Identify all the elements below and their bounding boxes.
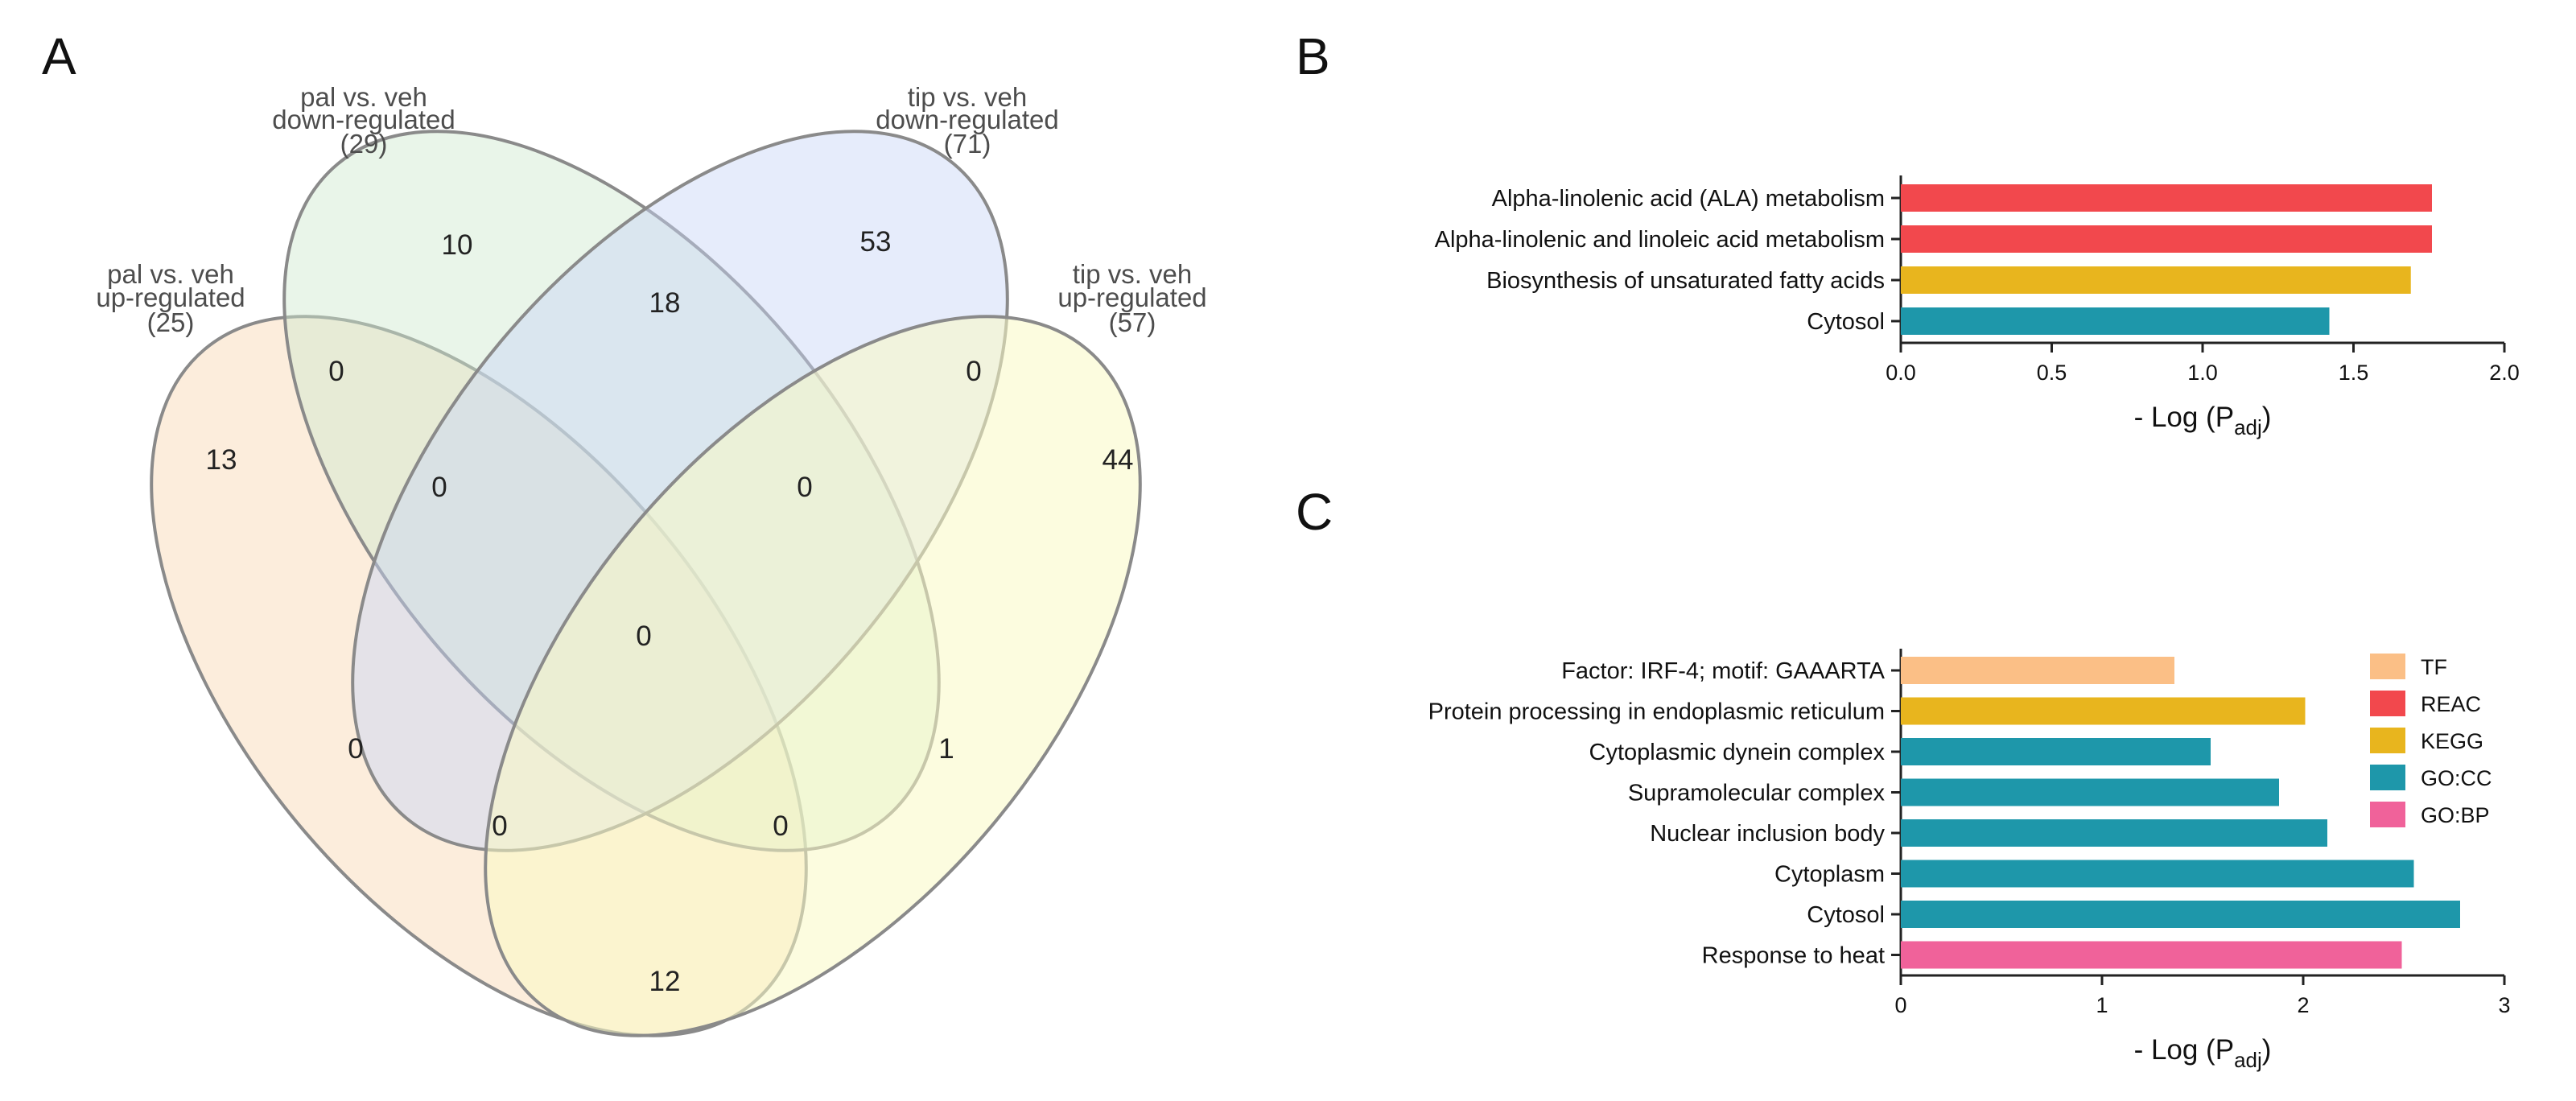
category-label: Cytosol [1807, 309, 1885, 335]
x-tick-label: 0.5 [2037, 361, 2067, 385]
venn-region-tip-down-only: 53 [860, 226, 892, 258]
category-label: Biosynthesis of unsaturated fatty acids [1486, 268, 1885, 294]
x-tick-label: 3 [2498, 993, 2510, 1017]
bar [1901, 778, 2279, 806]
legend-label: TF [2421, 655, 2447, 679]
venn-region-pal-up-tip-down-tip-up: 0 [492, 810, 507, 842]
venn-label-tip-down: tip vs. veh down-regulated (71) [876, 82, 1059, 159]
venn-label-line1: pal vs. veh [300, 82, 427, 112]
venn-label-line1: tip vs. veh [908, 82, 1028, 112]
bar [1901, 657, 2174, 684]
panel-letter-c: C [1296, 483, 1333, 541]
x-tick-label: 1.0 [2187, 361, 2218, 385]
legend-label: GO:BP [2421, 803, 2490, 827]
legend-label: REAC [2421, 692, 2481, 716]
x-tick-label: 0 [1894, 993, 1906, 1017]
category-label: Cytoplasmic dynein complex [1589, 740, 1886, 765]
venn-region-all-four: 0 [636, 621, 651, 652]
venn-label-count: (57) [1109, 307, 1156, 337]
legend-swatch [2370, 728, 2405, 753]
x-tick-label: 1 [2096, 993, 2108, 1017]
category-label: Cytoplasm [1774, 862, 1885, 888]
venn-diagram: pal vs. veh down-regulated (29) tip vs. … [96, 82, 1207, 1037]
category-label: Factor: IRF-4; motif: GAAARTA [1561, 658, 1885, 684]
venn-label-line2: up-regulated [96, 282, 245, 312]
panel-letter-a: A [42, 27, 76, 85]
legend-swatch [2370, 654, 2405, 679]
panel-letter-b: B [1296, 27, 1330, 85]
venn-region-tip-down-tip-up: 0 [966, 356, 981, 387]
category-label: Cytosol [1807, 902, 1885, 928]
category-label: Alpha-linolenic and linoleic acid metabo… [1435, 227, 1885, 253]
venn-label-line1: tip vs. veh [1073, 259, 1193, 289]
category-label: Protein processing in endoplasmic reticu… [1428, 699, 1885, 725]
bar-chart-b: Alpha-linolenic acid (ALA) metabolismAlp… [1435, 175, 2520, 439]
x-axis-title: - Log (Padj) [2134, 1034, 2272, 1072]
x-tick-label: 1.5 [2339, 361, 2369, 385]
legend-swatch [2370, 765, 2405, 790]
bar [1901, 184, 2432, 212]
legend-label: KEGG [2421, 729, 2483, 753]
venn-label-line1: pal vs. veh [107, 259, 234, 289]
bar [1901, 266, 2411, 294]
venn-region-pal-down-tip-up: 1 [938, 733, 954, 765]
bar [1901, 307, 2330, 335]
venn-region-pal-down-only: 10 [442, 229, 473, 261]
venn-ellipse-tip-up [484, 315, 1142, 1037]
venn-label-line2: up-regulated [1057, 282, 1206, 312]
venn-label-line2: down-regulated [876, 105, 1059, 134]
venn-region-pal-down-tip-down: 18 [649, 287, 681, 319]
venn-region-pal-up-pal-down-tip-up: 0 [773, 810, 788, 842]
legend-swatch [2370, 691, 2405, 716]
venn-region-pal-down-tip-down-tip-up: 0 [797, 472, 812, 503]
venn-region-pal-up-pal-down-tip-down: 0 [431, 472, 447, 503]
bar-chart-c: Factor: IRF-4; motif: GAAARTA Protein pro… [1428, 649, 2511, 1072]
bar [1901, 697, 2306, 725]
venn-region-pal-up-pal-down: 0 [328, 356, 344, 387]
venn-region-tip-up-only: 44 [1103, 444, 1134, 476]
category-label: Nuclear inclusion body [1650, 821, 1885, 847]
venn-label-count: (71) [944, 129, 991, 159]
venn-region-pal-up-tip-down: 0 [348, 733, 363, 765]
venn-label-tip-up: tip vs. veh up-regulated (57) [1057, 259, 1206, 337]
venn-label-pal-down: pal vs. veh down-regulated (29) [272, 82, 455, 159]
venn-label-pal-up: pal vs. veh up-regulated (25) [96, 259, 245, 337]
bar [1901, 860, 2414, 888]
category-label: Alpha-linolenic acid (ALA) metabolism [1492, 186, 1885, 212]
legend-swatch [2370, 802, 2405, 827]
category-label: Supramolecular complex [1628, 781, 1886, 806]
legend-label: GO:CC [2421, 766, 2492, 790]
bar [1901, 819, 2327, 847]
x-axis-title: - Log (Padj) [2134, 402, 2272, 439]
venn-label-line2: down-regulated [272, 105, 455, 134]
venn-label-count: (25) [147, 307, 195, 337]
x-tick-label: 0.0 [1886, 361, 1916, 385]
bar [1901, 738, 2211, 765]
venn-region-pal-up-only: 13 [206, 444, 237, 476]
bar [1901, 225, 2432, 253]
venn-label-count: (29) [340, 129, 388, 159]
bar [1901, 941, 2402, 969]
bar [1901, 901, 2460, 928]
venn-region-pal-up-tip-up: 12 [649, 966, 681, 997]
x-tick-label: 2.0 [2489, 361, 2520, 385]
x-tick-label: 2 [2297, 993, 2309, 1017]
category-label: Response to heat [1702, 943, 1885, 969]
